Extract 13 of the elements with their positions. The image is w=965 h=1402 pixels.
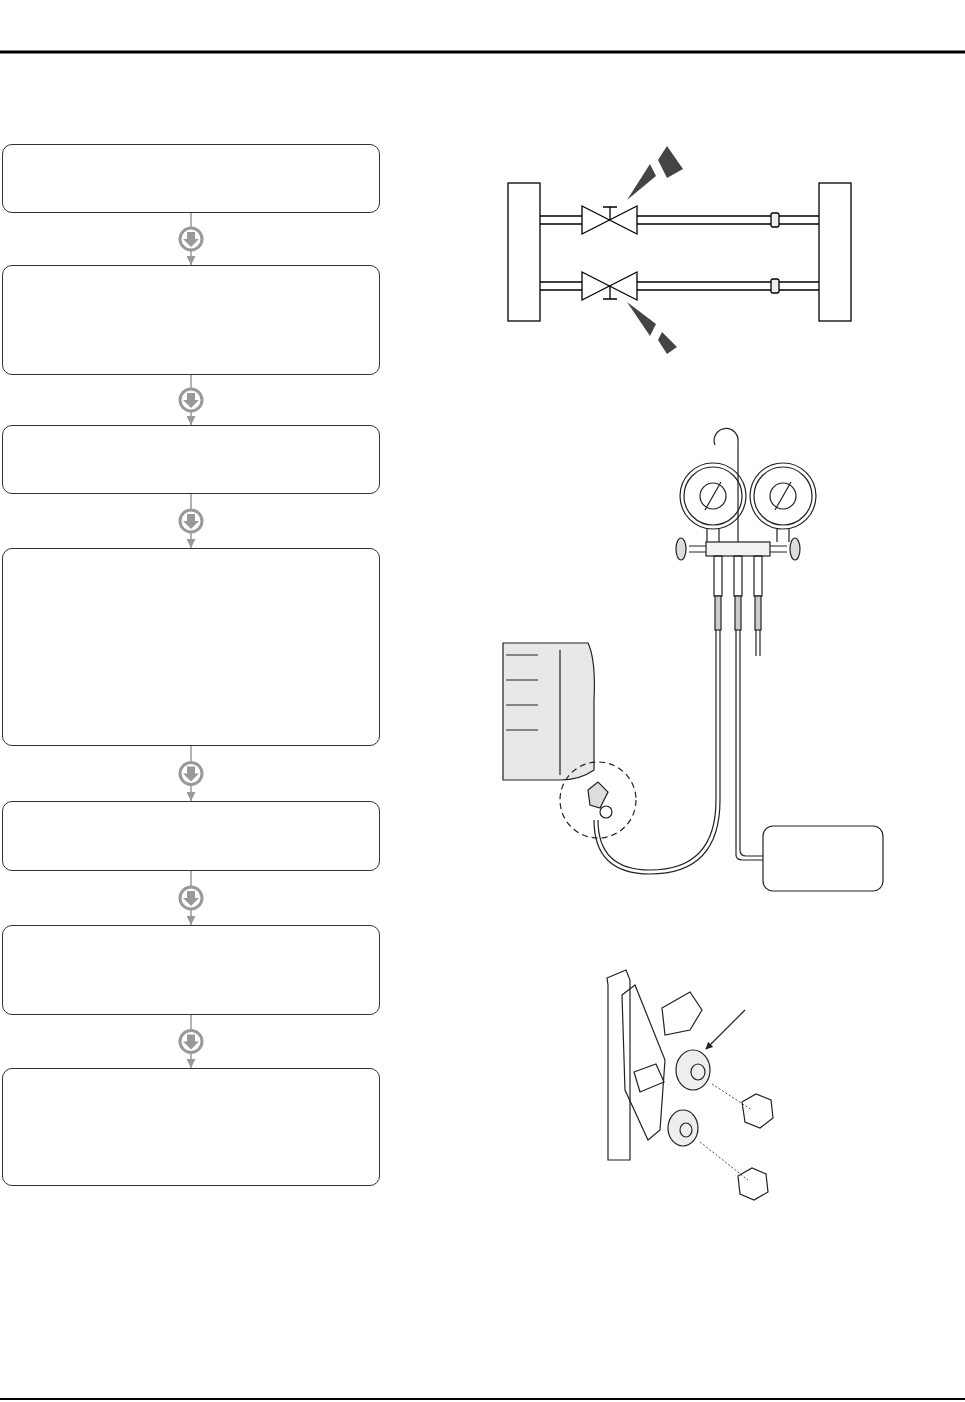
arrow [178, 870, 204, 926]
step-box [2, 925, 380, 1015]
step-box [2, 548, 380, 746]
arrow [178, 1014, 204, 1069]
step-box [2, 265, 380, 375]
step-box [2, 144, 380, 213]
step-box [2, 425, 380, 494]
arrow [178, 745, 204, 802]
arrow [178, 374, 204, 426]
arrow [178, 212, 204, 266]
arrow [178, 493, 204, 549]
step-box [2, 1068, 380, 1186]
step-box [2, 801, 380, 871]
